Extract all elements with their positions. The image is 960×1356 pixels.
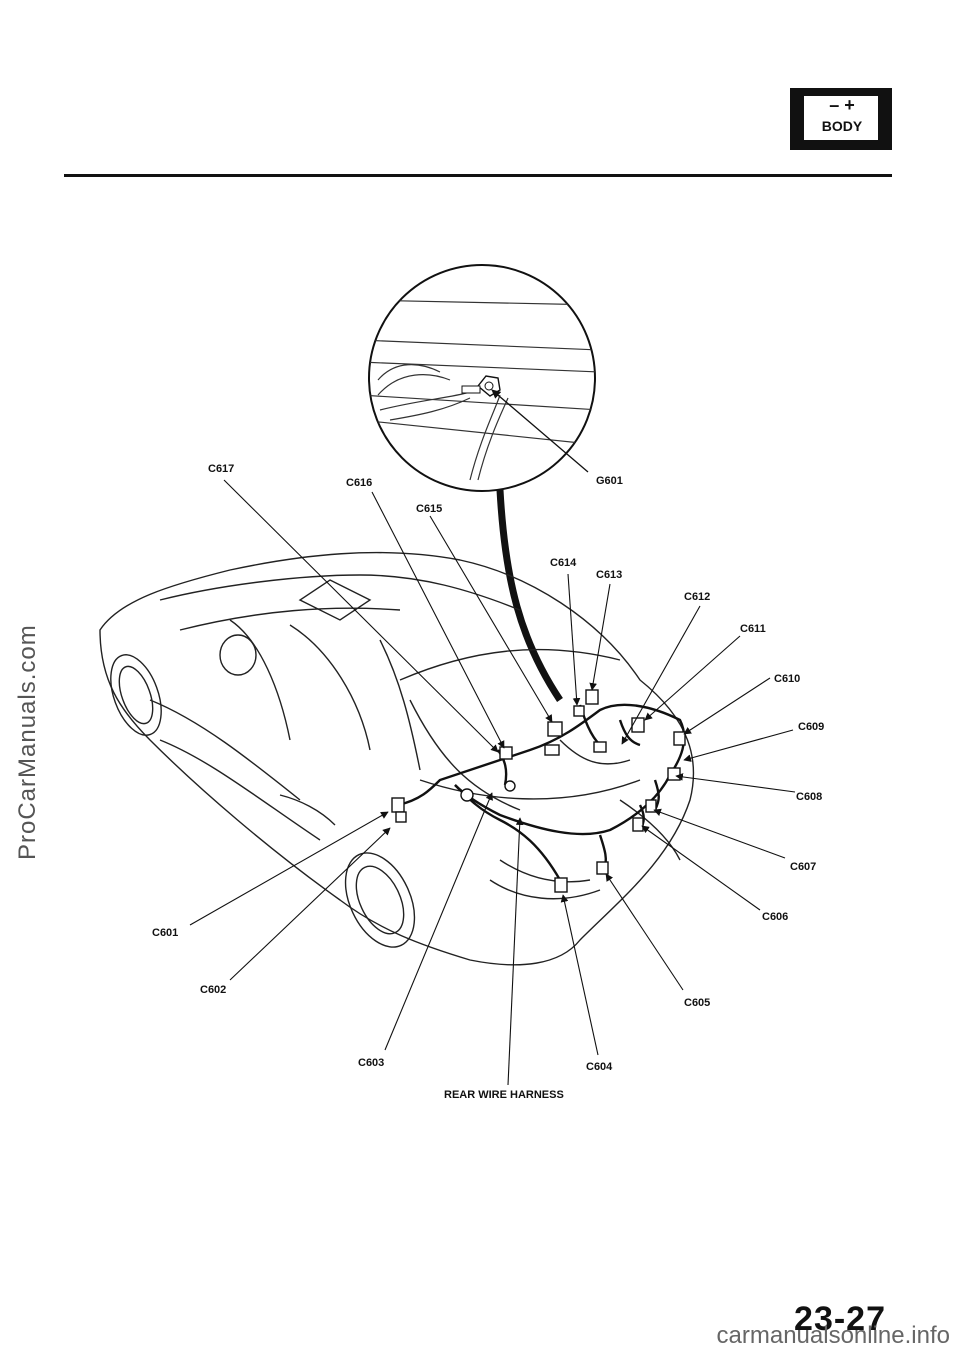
label-c607: C607 <box>790 861 816 873</box>
label-c603: C603 <box>358 1057 384 1069</box>
label-c601: C601 <box>152 927 178 939</box>
page-number: 23-27 <box>794 1300 886 1338</box>
label-c609: C609 <box>798 721 824 733</box>
leader-lines <box>189 479 796 1086</box>
label-c613: C613 <box>596 569 622 581</box>
label-c617: C617 <box>208 463 234 475</box>
label-c604: C604 <box>586 1061 613 1073</box>
label-rear-wire-harness: REAR WIRE HARNESS <box>444 1089 564 1101</box>
label-c614: C614 <box>550 557 577 569</box>
ground-strap <box>496 489 563 702</box>
battery-icon: – + <box>829 95 855 115</box>
label-g601: G601 <box>596 475 623 487</box>
label-c610: C610 <box>774 673 800 685</box>
detail-view <box>368 264 596 492</box>
car-body <box>99 551 695 966</box>
label-c608: C608 <box>796 791 822 803</box>
label-c611: C611 <box>740 623 766 635</box>
section-badge: – + BODY <box>790 88 892 150</box>
label-c616: C616 <box>346 477 372 489</box>
header-rule <box>64 174 892 177</box>
label-c615: C615 <box>416 503 442 515</box>
bottom-watermark: carmanualsonline.info <box>716 1322 950 1349</box>
label-c612: C612 <box>684 591 710 603</box>
label-c602: C602 <box>200 984 226 996</box>
connector-labels: C601 C602 C603 C604 C605 C606 C607 C608 … <box>152 463 824 1101</box>
connector-blocks <box>391 689 686 893</box>
label-c605: C605 <box>684 997 710 1009</box>
badge-inner <box>804 96 878 140</box>
badge-label: BODY <box>821 118 863 134</box>
label-c606: C606 <box>762 911 788 923</box>
